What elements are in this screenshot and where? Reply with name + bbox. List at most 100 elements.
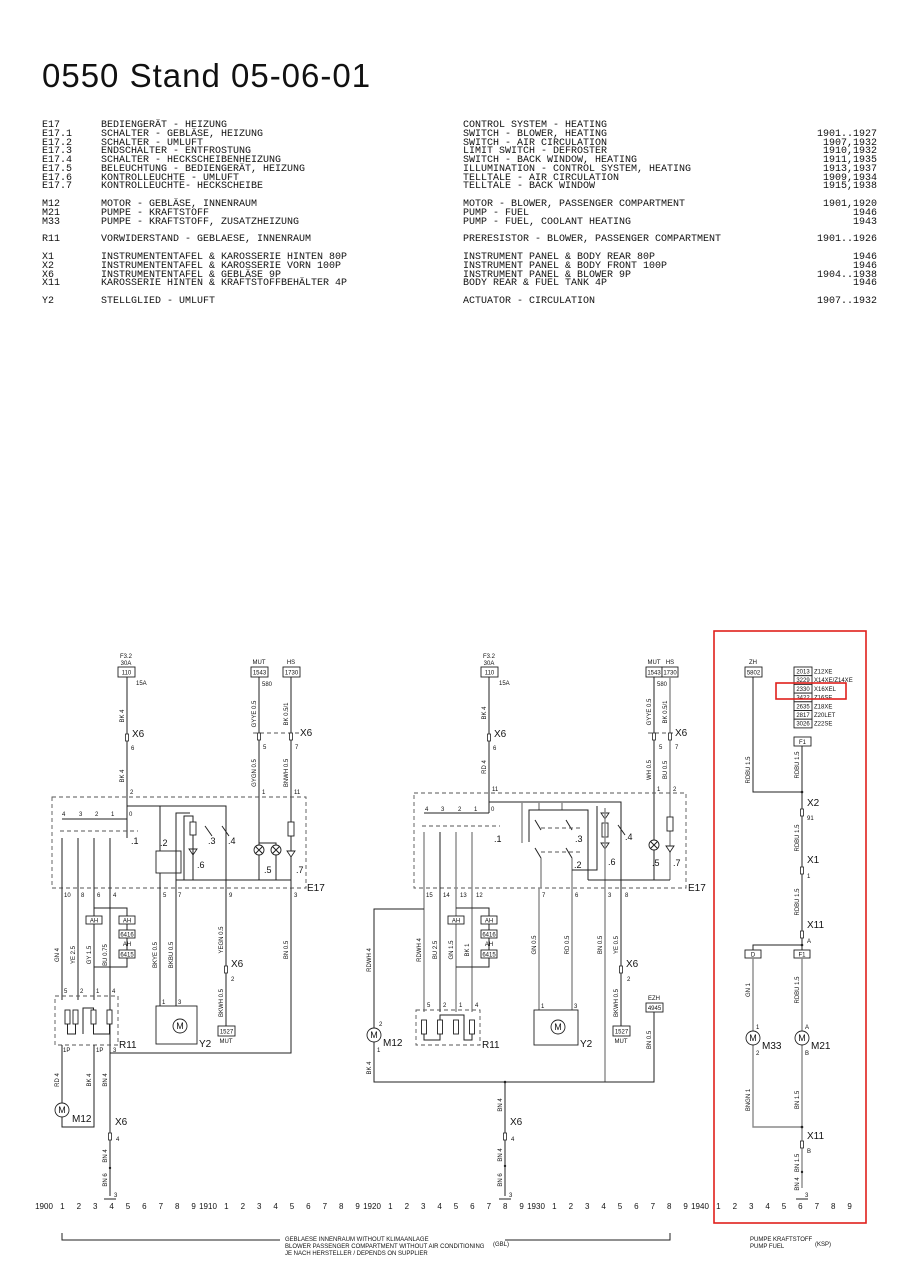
subcomponent-label: .1 <box>131 836 139 846</box>
motor-letter: M <box>176 1021 184 1031</box>
switch-icon <box>534 819 542 831</box>
legend-code: X1 <box>42 252 55 263</box>
wire-label: BK 4 <box>87 1073 93 1087</box>
wire <box>183 815 194 880</box>
pin-label: 2 <box>756 1051 760 1057</box>
motor-icon: M <box>172 1018 188 1034</box>
ah-box <box>118 915 136 925</box>
pin-label: 4 <box>475 1003 479 1009</box>
led-icon <box>665 845 675 853</box>
legend-grid-ref: 1901..1927 <box>816 128 877 140</box>
wire-label: GYYE 0.5 <box>647 698 653 725</box>
pin-label: 2 <box>443 1003 447 1009</box>
range-bracket <box>505 1233 671 1241</box>
caption-code: (KSP) <box>815 1242 831 1248</box>
ref-label: MUT <box>220 1039 233 1045</box>
scale-tick-label: 9 <box>519 1202 524 1211</box>
pin-label: 6 <box>131 746 135 752</box>
wire <box>752 958 803 1188</box>
variant-ref: 2635 <box>796 704 810 710</box>
document-title: 0550 Stand 05-06-01 <box>42 57 372 94</box>
switch-position: 0 <box>129 812 133 818</box>
pin-label: 14 <box>443 893 450 899</box>
connector-x6 <box>652 732 656 741</box>
scale-decade-label: 1910 <box>199 1202 217 1211</box>
switch-position: 3 <box>441 807 445 813</box>
junction <box>108 1166 112 1170</box>
legend-german: PUMPE - KRAFTSTOFF, ZUSATZHEIZUNG <box>101 216 300 228</box>
wire-label: RDBU 1.5 <box>795 976 801 1004</box>
caption-code: (GBL) <box>493 1242 509 1248</box>
ref-number: 1543 <box>647 671 661 677</box>
caption-line: PUMP FUEL <box>750 1244 785 1250</box>
ground-wire <box>110 888 292 1054</box>
scale-tick-label: 5 <box>782 1202 787 1211</box>
ref-number: 6416 <box>482 933 496 939</box>
ground-wire <box>373 1012 655 1083</box>
legend-grid-ref: 1913,1937 <box>822 163 877 175</box>
pin-label: 7 <box>295 745 299 751</box>
scale-tick-label: 4 <box>109 1202 114 1211</box>
pin-label: 91 <box>807 816 814 822</box>
option-label: D <box>751 953 756 959</box>
subcomponent-label: .5 <box>264 865 272 875</box>
legend-grid-ref: 1907,1932 <box>822 137 877 149</box>
ref-number: 1527 <box>615 1030 629 1036</box>
engine-variant-list: 2013 3229 2330 3422 2635 2817 3026 Z12XE… <box>793 666 853 729</box>
scale-decade-label: 1930 <box>527 1202 545 1211</box>
scale-tick-label: 5 <box>126 1202 131 1211</box>
wire-label: BN 4 <box>795 1177 801 1191</box>
scale-tick-label: 1 <box>552 1202 557 1211</box>
junction <box>503 1164 507 1168</box>
legend-grid-ref: 1946 <box>852 260 877 272</box>
scale-tick-label: 4 <box>273 1202 278 1211</box>
fuse-label: F3.2 <box>483 654 496 660</box>
pin-label: 5 <box>263 745 267 751</box>
scale-decade-label: 1900 <box>35 1202 53 1211</box>
resistor-icon <box>666 816 674 832</box>
wire-label: BU 2.5 <box>433 940 439 959</box>
wire <box>175 812 190 880</box>
scale-tick-label: 2 <box>405 1202 410 1211</box>
scale-tick-label: 8 <box>175 1202 180 1211</box>
subcomponent-label: .5 <box>652 858 660 868</box>
variant-ref: 2817 <box>796 713 810 719</box>
switch-icon <box>204 825 213 837</box>
pin-label: 7 <box>675 745 679 751</box>
ref-number: 1730 <box>663 671 677 677</box>
fuse-current: 15A <box>136 681 147 687</box>
junction <box>503 1080 507 1084</box>
ref-number: 6416 <box>120 933 134 939</box>
legend-english: TELLTALE - AIR CIRCULATION <box>463 172 620 184</box>
legend-german: MOTOR - GEBLÄSE, INNENRAUM <box>101 199 258 210</box>
legend-german: SCHALTER - UMLUFT <box>101 137 204 149</box>
scale-tick-label: 2 <box>733 1202 738 1211</box>
scale-decade-label: 1940 <box>691 1202 709 1211</box>
ah-label: AH <box>123 942 131 948</box>
legend-english: BODY REAR & FUEL TANK 4P <box>463 278 608 290</box>
ref-label: EZH <box>648 996 660 1002</box>
wire-label: BN 1.5 <box>795 1090 801 1109</box>
connector-x6 <box>125 733 129 742</box>
lamp-icon <box>270 844 282 856</box>
legend-english: ACTUATOR - CIRCULATION <box>463 296 596 307</box>
wire-label: BN 4 <box>498 1148 504 1162</box>
legend-english: MOTOR - BLOWER, PASSENGER COMPARTMENT <box>463 199 686 210</box>
legend-grid-ref: 1911,1935 <box>822 155 877 166</box>
wire-label: YE 2.5 <box>71 945 77 964</box>
legend-english: TELLTALE - BACK WINDOW <box>463 181 596 193</box>
highlight-frame <box>713 630 867 1224</box>
connector-label: X11 <box>807 920 824 931</box>
r11-preresistor-box <box>415 1009 481 1046</box>
scale-tick-label: 1 <box>224 1202 229 1211</box>
connector-label: X6 <box>675 728 688 739</box>
scale-tick-label: 4 <box>765 1202 770 1211</box>
pin-label: 3 <box>113 1048 117 1054</box>
variant-engine: Z22SE <box>814 722 832 728</box>
ref-box <box>118 929 136 939</box>
connector-x11 <box>800 1140 804 1149</box>
